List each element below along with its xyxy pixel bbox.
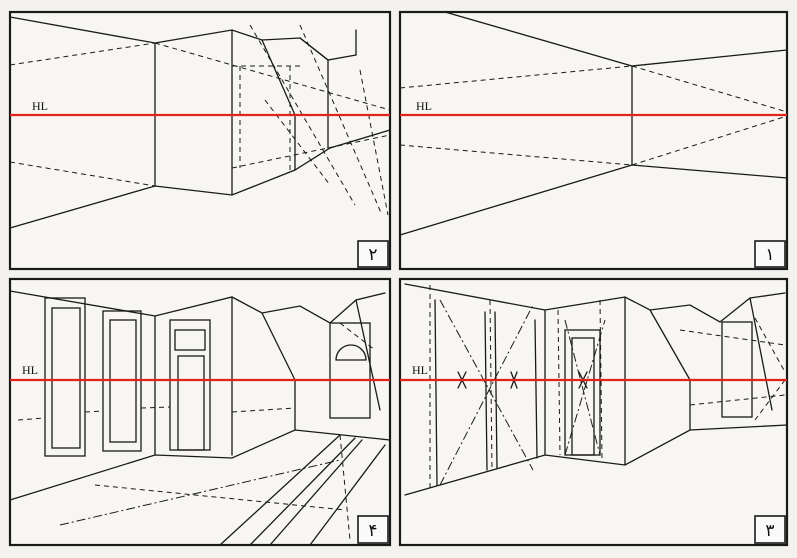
horizon-label: HL [416, 99, 432, 113]
panel-2: HL ۲ [8, 10, 392, 271]
dormer-window [721, 321, 753, 418]
construction-line [359, 69, 389, 216]
floor-edge [9, 429, 391, 501]
construction-line [399, 65, 633, 89]
ceiling-edge [404, 283, 786, 323]
panel-number: ۱ [765, 245, 774, 265]
ceiling-edge [9, 290, 386, 324]
window-1-left [434, 299, 438, 486]
construction-line [689, 394, 786, 406]
construction-line [631, 115, 788, 166]
panel-number-box [357, 240, 389, 268]
construction-line [17, 417, 46, 421]
construction-line [94, 484, 346, 511]
construction-line [140, 406, 171, 409]
horizon-label: HL [32, 99, 48, 113]
panel-1-frame [398, 10, 789, 271]
panel-number-box [754, 240, 786, 268]
panel-2-frame [8, 10, 392, 271]
construction-line [754, 317, 786, 373]
door-leaf [571, 337, 595, 456]
dormer-window [329, 322, 371, 419]
door-leaf [177, 355, 205, 451]
dormer-top [299, 37, 329, 61]
floor-edge [404, 424, 788, 496]
panel-number: ۲ [368, 245, 377, 265]
window-2-left [494, 311, 498, 469]
dormer-side [749, 297, 773, 411]
floor-edge-right [631, 164, 788, 179]
construction-line [84, 410, 104, 413]
panel-4-frame [8, 277, 392, 547]
construction-line [9, 42, 156, 66]
construction-line [299, 24, 383, 216]
dormer-edge [649, 309, 691, 381]
window-1-glass [51, 307, 81, 449]
ceiling-edge-left [444, 11, 633, 67]
construction-line [489, 299, 493, 471]
construction-line [154, 42, 391, 111]
dormer-side [355, 299, 381, 411]
floor-board [249, 437, 356, 546]
ceiling-edge-right [631, 49, 788, 67]
diagonal-line [564, 319, 606, 456]
floor-edge-left [399, 164, 633, 236]
floor-board [309, 444, 386, 546]
construction-line [339, 322, 376, 351]
dormer-window-arch [335, 344, 367, 361]
construction-line [9, 161, 156, 187]
panel-number-box [357, 515, 389, 544]
panel-3: HL ۳ [398, 277, 789, 547]
construction-line [557, 309, 561, 456]
panel-1: HL ۱ [398, 10, 789, 271]
horizon-label: HL [22, 363, 38, 377]
window-1-frame [44, 297, 86, 457]
panel-number-box [754, 515, 786, 544]
horizon-label: HL [412, 363, 428, 377]
window-2-right [534, 319, 538, 459]
diagonal-line [439, 299, 534, 471]
floor-board [219, 434, 341, 546]
panel-4: HL ۴ [8, 277, 392, 547]
construction-line [231, 407, 296, 413]
diagonal-line [564, 319, 601, 456]
floor-board [269, 439, 363, 546]
construction-line [399, 144, 633, 166]
construction-line [59, 459, 341, 526]
window-1-right [484, 311, 488, 471]
construction-line [249, 24, 356, 206]
panel-number: ۳ [765, 521, 774, 541]
panel-number: ۴ [368, 521, 377, 541]
door-transom [174, 329, 206, 351]
dormer-edge [261, 312, 296, 381]
